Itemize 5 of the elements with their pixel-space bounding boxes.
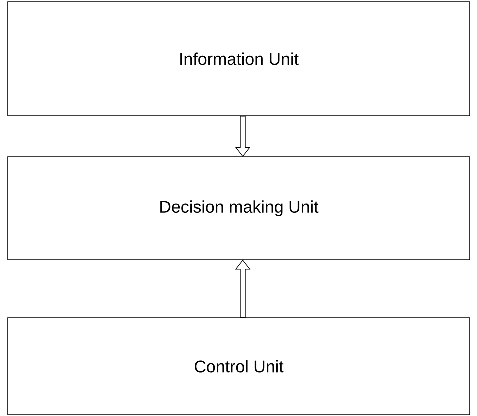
- hollow-arrow: [235, 260, 251, 318]
- hollow-arrow: [235, 116, 251, 158]
- unit-box: Information Unit: [8, 2, 470, 116]
- unit-box: Decision making Unit: [8, 156, 470, 260]
- unit-box: Control Unit: [8, 318, 470, 416]
